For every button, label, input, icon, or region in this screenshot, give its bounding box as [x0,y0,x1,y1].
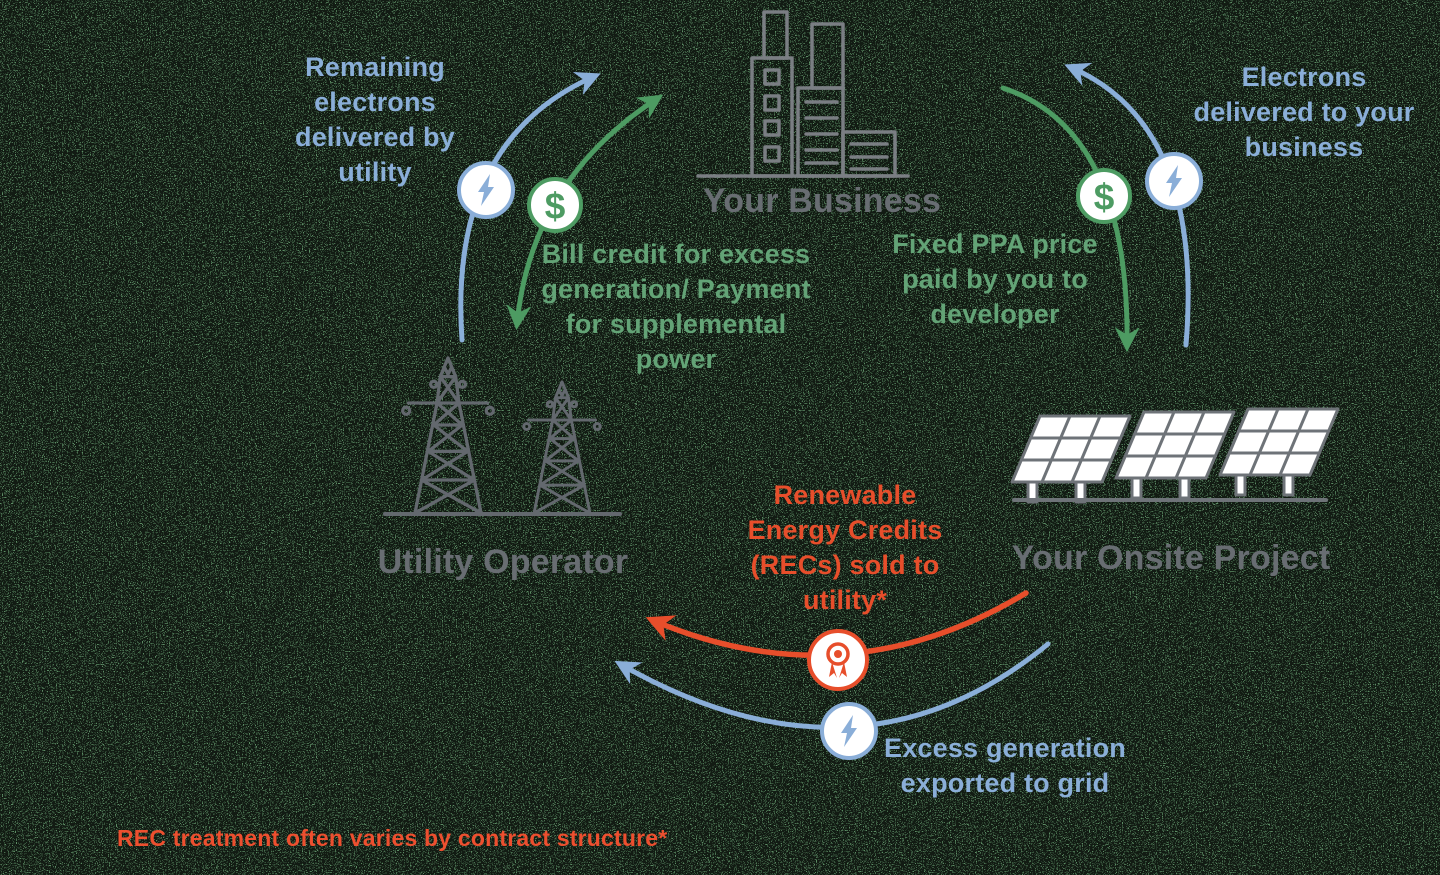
flow-label-bill-credit: Bill credit for excess generation/ Payme… [541,239,811,375]
solar-panels-icon [1010,407,1340,504]
dollar-icon-left: $ [527,177,583,233]
dollar-icon-right: $ [1076,168,1132,224]
business-building-icon [696,10,910,178]
rec-ribbon-icon [807,629,869,691]
node-label-your-onsite-project: Your Onsite Project [1011,539,1331,577]
flow-label-fixed-ppa: Fixed PPA price paid by you to developer [892,229,1098,330]
dollar-glyph: $ [545,186,566,227]
flow-label-excess-generation: Excess generation exported to grid [883,733,1126,799]
lightning-icon-bottom [820,702,878,760]
node-label-utility-operator: Utility Operator [377,543,629,581]
flow-label-recs-sold: Renewable Energy Credits (RECs) sold to … [747,480,943,616]
flow-label-electrons-delivered: Electrons delivered to your business [1193,62,1415,163]
flow-label-remaining-electrons: Remaining electrons delivered by utility [295,52,455,188]
lightning-icon-right [1145,152,1203,210]
footnote: REC treatment often varies by contract s… [117,825,668,851]
node-label-your-business: Your Business [702,182,942,220]
dollar-glyph: $ [1094,177,1115,218]
lightning-icon-left [457,161,515,219]
utility-towers-icon [383,356,622,516]
